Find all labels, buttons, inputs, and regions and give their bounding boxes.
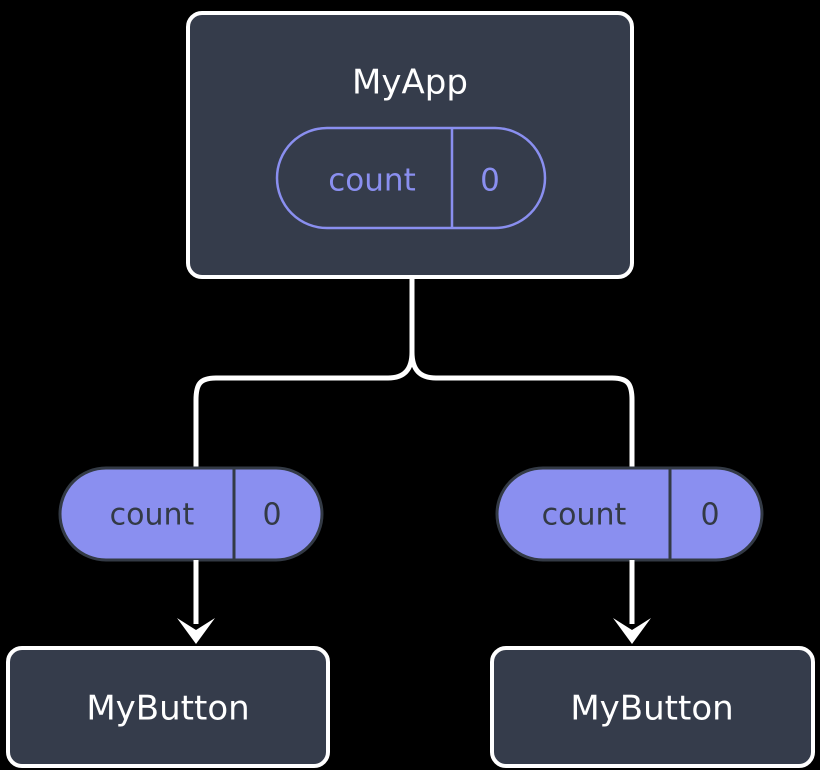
- state-pill-root-value: 0: [480, 163, 500, 199]
- state-pill-root-shape: [275, 126, 547, 230]
- node-myapp[interactable]: MyApp count 0: [186, 11, 634, 279]
- node-myapp-box: [186, 11, 634, 279]
- state-pill-right[interactable]: count 0: [495, 466, 764, 562]
- state-pill-right-key: count: [542, 498, 627, 533]
- state-pill-left-value: 0: [262, 498, 281, 533]
- arrow-right-pill-to-button: [613, 560, 651, 644]
- arrow-left-pill-to-button: [177, 560, 215, 644]
- connector-branch-left: [193, 351, 415, 468]
- arrow-right-head-icon: [613, 618, 651, 644]
- node-mybutton-left[interactable]: MyButton: [6, 646, 330, 768]
- state-pill-left-key: count: [110, 498, 195, 533]
- arrow-left-head-icon: [177, 618, 215, 644]
- node-mybutton-left-box: [6, 646, 330, 768]
- node-mybutton-left-title: MyButton: [86, 689, 249, 729]
- node-mybutton-right[interactable]: MyButton: [490, 646, 815, 768]
- connector-branch-right: [409, 351, 635, 468]
- node-myapp-title: MyApp: [352, 63, 468, 103]
- state-pill-left-shape: [58, 466, 324, 562]
- state-pill-right-shape: [495, 466, 764, 562]
- state-pill-root-key: count: [328, 163, 415, 199]
- state-pill-root[interactable]: count 0: [275, 126, 547, 230]
- node-mybutton-right-title: MyButton: [570, 689, 733, 729]
- state-pill-left[interactable]: count 0: [58, 466, 324, 562]
- state-pill-right-value: 0: [700, 498, 719, 533]
- node-mybutton-right-box: [490, 646, 815, 768]
